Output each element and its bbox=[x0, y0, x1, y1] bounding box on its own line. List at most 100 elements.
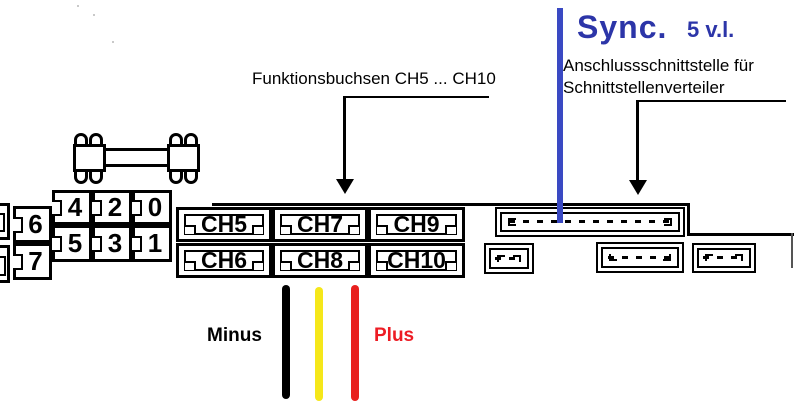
anschluss-leader-line bbox=[636, 100, 786, 102]
edge-connector-inner bbox=[0, 213, 5, 232]
pin-row-dashes bbox=[608, 255, 672, 259]
sync-marker-line bbox=[557, 8, 563, 223]
pin-notch-icon bbox=[13, 253, 23, 270]
pin-box-3: 3 bbox=[92, 225, 132, 262]
connector-ch5: CH5 bbox=[176, 207, 272, 242]
connector-ch8: CH8 bbox=[272, 243, 368, 278]
pin-box-1: 1 bbox=[132, 225, 172, 262]
pin-box-5: 5 bbox=[52, 225, 92, 262]
connector-socket-outline bbox=[184, 214, 264, 235]
pin-number: 4 bbox=[67, 192, 83, 222]
sync-interface-connector bbox=[495, 207, 685, 237]
edge-connector-inner bbox=[0, 256, 6, 276]
socket-step-icon bbox=[252, 261, 263, 270]
down-arrow-icon bbox=[629, 180, 647, 195]
funktionsbuchsen-leader-line bbox=[343, 96, 489, 98]
jumper-ear-icon bbox=[89, 170, 103, 184]
anschluss-label-line1: Anschlussschnittstelle für bbox=[563, 56, 754, 75]
connector-ch9: CH9 bbox=[368, 207, 465, 242]
anschluss-label-line2: Schnittstellenverteiler bbox=[563, 78, 725, 97]
jumper-ear-icon bbox=[169, 133, 183, 147]
pin-row-dashes bbox=[495, 256, 523, 260]
jumper-plug-left bbox=[73, 144, 106, 172]
socket-step-icon bbox=[252, 225, 263, 234]
socket-step-icon bbox=[445, 225, 456, 234]
board-outline-step bbox=[687, 203, 690, 236]
connector-socket-outline bbox=[280, 250, 360, 271]
pin-notch-icon bbox=[92, 199, 102, 216]
socket-step-icon bbox=[348, 225, 359, 234]
socket-step-icon bbox=[348, 261, 359, 270]
pin-number: 1 bbox=[147, 228, 163, 258]
edge-connector-bottom bbox=[0, 245, 10, 283]
scan-speck bbox=[93, 14, 95, 16]
edge-connector-top bbox=[0, 203, 10, 240]
plus-label: Plus bbox=[374, 325, 415, 346]
connector-ch7: CH7 bbox=[272, 207, 368, 242]
aux-connector-small-2 bbox=[692, 243, 756, 273]
pin-notch-icon bbox=[92, 235, 102, 252]
scan-speck bbox=[112, 41, 114, 43]
channel-label: CH9 bbox=[393, 211, 440, 237]
pin-row-dashes bbox=[509, 220, 671, 223]
board-outline-right-top bbox=[687, 233, 794, 236]
channel-label: CH7 bbox=[296, 211, 343, 237]
pin-number: 3 bbox=[107, 228, 123, 258]
jumper-ear-icon bbox=[74, 170, 88, 184]
wire-minus-black bbox=[282, 285, 290, 399]
channel-label: CH5 bbox=[200, 211, 247, 237]
pin-row-dashes bbox=[703, 256, 745, 259]
scan-speck bbox=[77, 5, 79, 7]
pin-notch-icon bbox=[52, 199, 62, 216]
pin-box-4: 4 bbox=[52, 190, 92, 225]
pin-number: 6 bbox=[28, 209, 43, 239]
channel-label: CH10 bbox=[387, 247, 446, 273]
socket-step-icon bbox=[377, 225, 388, 234]
pin-box-0: 0 bbox=[132, 190, 172, 225]
pin-number: 0 bbox=[147, 192, 163, 222]
funktionsbuchsen-label: Funktionsbuchsen CH5 ... CH10 bbox=[252, 69, 496, 88]
socket-step-icon bbox=[185, 225, 196, 234]
connector-ch10: CH10 bbox=[368, 243, 465, 278]
pin-box-7: 7 bbox=[13, 243, 52, 280]
channel-label: CH6 bbox=[200, 247, 247, 273]
pin-number: 2 bbox=[107, 192, 123, 222]
corner-hook-icon bbox=[664, 218, 672, 225]
wire-plus-red bbox=[351, 285, 359, 401]
wire-signal-yellow bbox=[315, 287, 323, 401]
jumper-plug-right bbox=[167, 144, 200, 172]
connector-socket-outline bbox=[184, 250, 264, 271]
pin-notch-icon bbox=[52, 235, 62, 252]
socket-step-icon bbox=[377, 261, 388, 270]
connector-ch6: CH6 bbox=[176, 243, 272, 278]
socket-step-icon bbox=[281, 225, 292, 234]
channel-label: CH8 bbox=[296, 247, 343, 273]
aux-connector-medium bbox=[596, 242, 684, 273]
pin-box-2: 2 bbox=[92, 190, 132, 225]
pin-notch-icon bbox=[132, 235, 142, 252]
pin-number: 5 bbox=[67, 228, 83, 258]
jumper-ear-icon bbox=[74, 133, 88, 147]
pin-number: 7 bbox=[28, 246, 43, 276]
sync-label: Sync. bbox=[577, 9, 668, 45]
minus-label: Minus bbox=[207, 325, 262, 346]
connector-socket-outline bbox=[376, 214, 457, 235]
sync-detail-label: 5 v.l. bbox=[687, 17, 735, 42]
jumper-bar bbox=[103, 148, 170, 167]
board-outline-top bbox=[212, 203, 690, 206]
jumper-ear-icon bbox=[169, 170, 183, 184]
down-arrow-icon bbox=[336, 179, 354, 194]
jumper-ear-icon bbox=[184, 170, 198, 184]
connector-socket-outline bbox=[376, 250, 457, 271]
funktionsbuchsen-arrow-shaft bbox=[343, 96, 346, 181]
jumper-ear-icon bbox=[89, 133, 103, 147]
jumper-ear-icon bbox=[184, 133, 198, 147]
board-outline-right-edge bbox=[791, 233, 793, 268]
socket-step-icon bbox=[281, 261, 292, 270]
pin-notch-icon bbox=[13, 216, 23, 233]
pin-box-6: 6 bbox=[13, 206, 52, 243]
socket-step-icon bbox=[185, 261, 196, 270]
aux-connector-small-1 bbox=[484, 243, 534, 274]
connector-socket-outline bbox=[280, 214, 360, 235]
